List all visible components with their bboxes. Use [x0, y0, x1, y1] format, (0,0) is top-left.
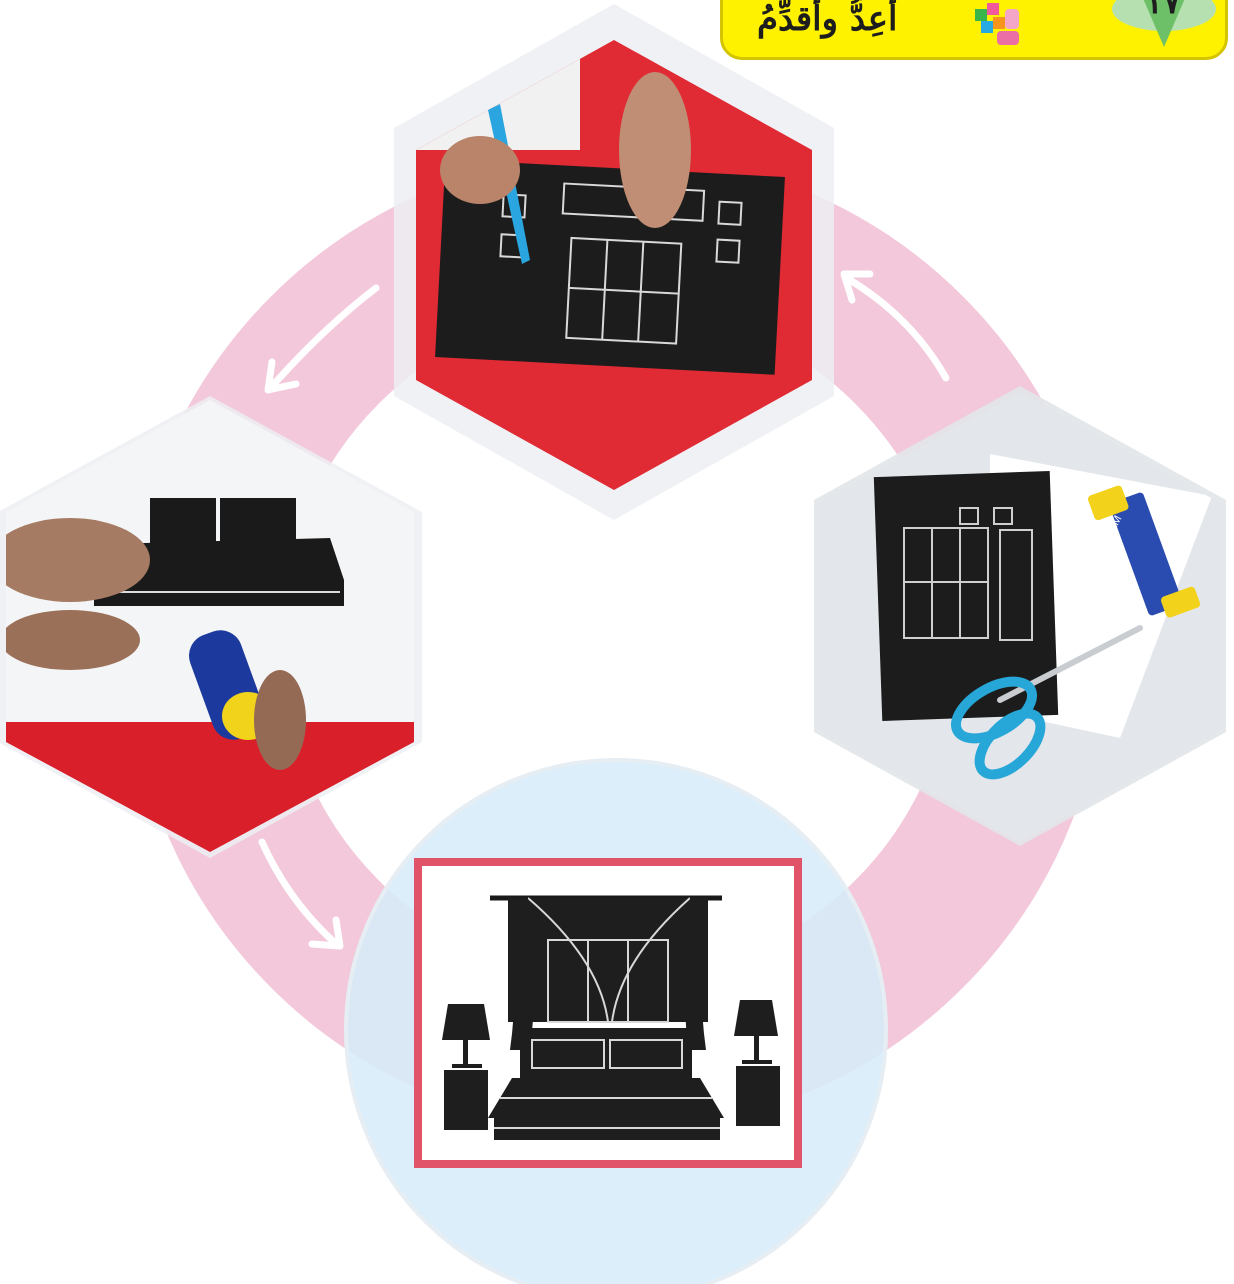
toy-blocks-icon: [967, 0, 1037, 51]
step-tools-photo: GAM: [810, 380, 1230, 850]
step-result-artwork: [418, 862, 798, 1164]
lesson-title: أعِدُّ وأقدِّمُ: [757, 0, 897, 39]
bed-icon: [488, 1028, 724, 1140]
window-icon: [508, 898, 708, 1022]
step-cutting-photo: [394, 4, 834, 520]
lesson-number: ١٧: [1113, 0, 1213, 55]
lesson-banner: أعِدُّ وأقدِّمُ ١٧: [720, 0, 1228, 60]
step-gluing-photo: [0, 390, 422, 862]
